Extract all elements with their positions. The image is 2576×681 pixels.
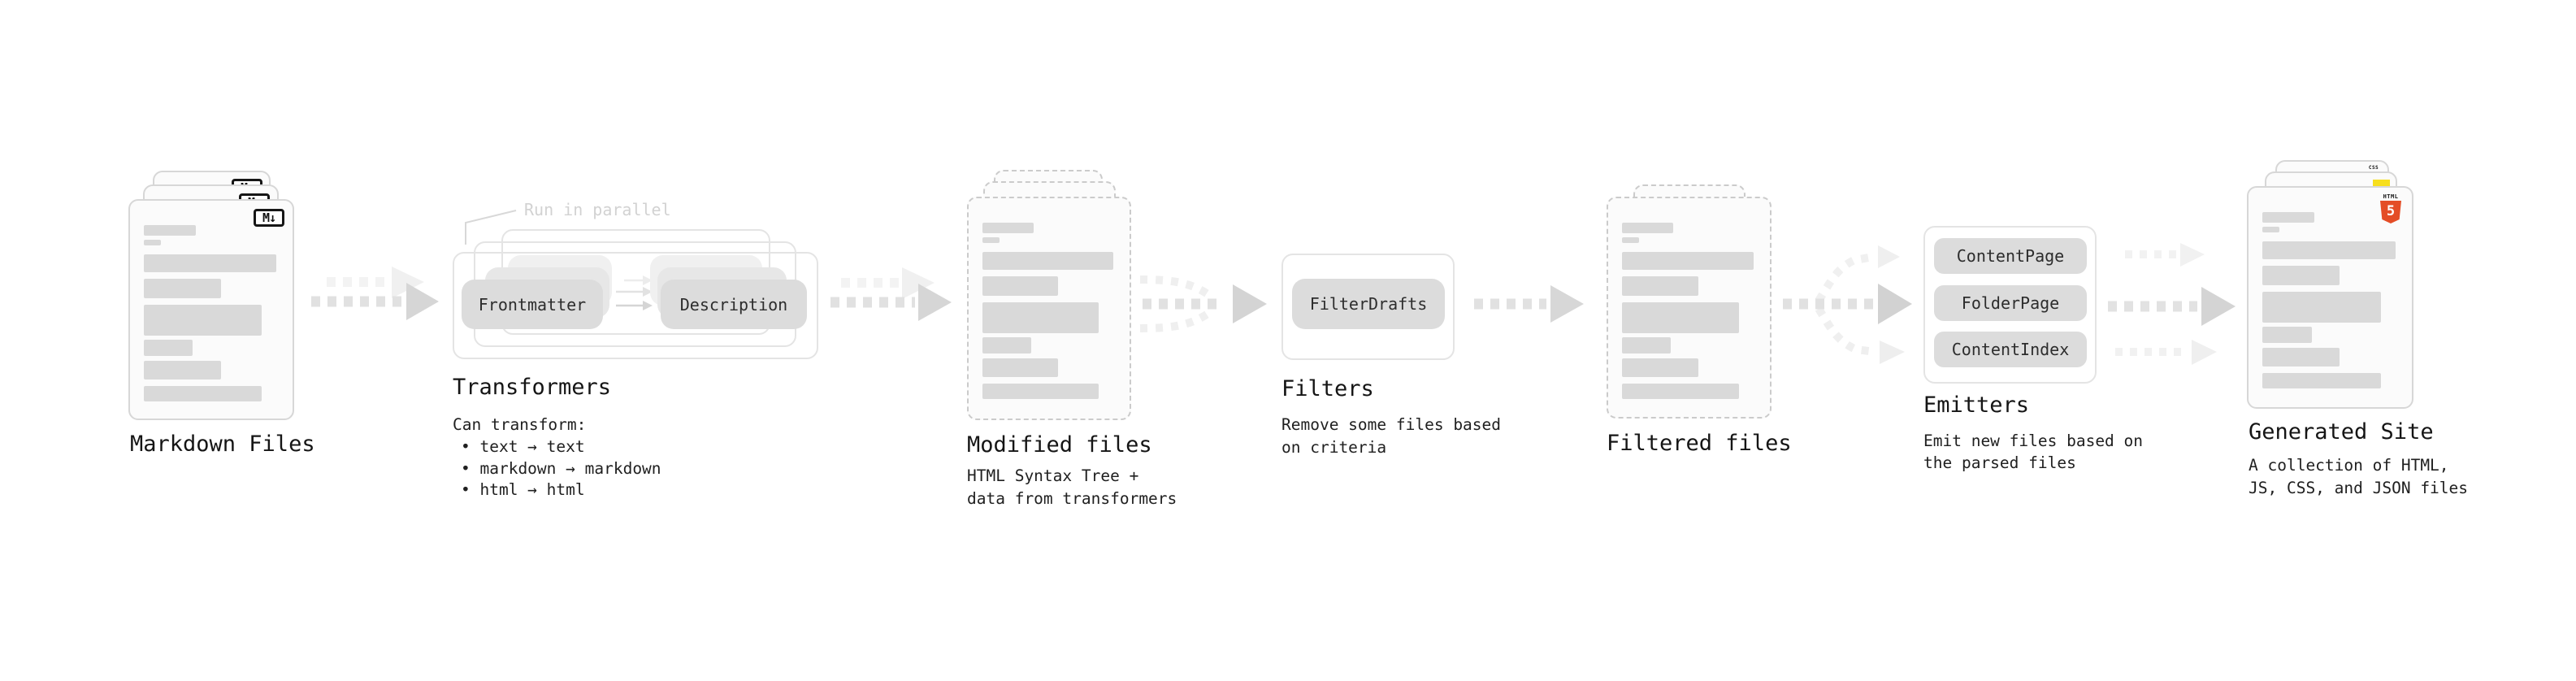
content-bar bbox=[1622, 358, 1698, 377]
content-bar bbox=[982, 276, 1059, 296]
arrow-modified-to-filters bbox=[1139, 275, 1267, 332]
content-bar bbox=[982, 384, 1099, 399]
stage-title-filters: Filters bbox=[1281, 376, 1374, 401]
stage-title-markdown-files: Markdown Files bbox=[130, 432, 315, 457]
content-bar bbox=[144, 254, 276, 272]
content-bar bbox=[144, 225, 196, 236]
content-bar bbox=[144, 361, 221, 380]
doc-content-placeholder bbox=[130, 201, 293, 401]
content-bar bbox=[2262, 212, 2314, 223]
content-bar bbox=[1622, 223, 1674, 233]
generated-desc-line: A collection of HTML, bbox=[2249, 456, 2449, 475]
generated-desc-line: JS, CSS, and JSON files bbox=[2249, 479, 2469, 497]
html5-label: HTML bbox=[2383, 193, 2399, 200]
content-bar bbox=[2262, 348, 2340, 367]
content-bar bbox=[1622, 252, 1754, 270]
emitters-desc-line: Emit new files based on bbox=[1923, 432, 2144, 450]
content-bar bbox=[1622, 384, 1740, 399]
content-bar bbox=[982, 237, 1000, 243]
js-file-icon bbox=[2373, 180, 2390, 189]
arrow-filters-to-filtered bbox=[1474, 285, 1584, 323]
content-bar bbox=[144, 279, 221, 298]
markdown-file-front: M↓ bbox=[128, 199, 294, 420]
run-in-parallel-annotation: Run in parallel bbox=[524, 200, 671, 219]
doc-content-placeholder bbox=[2249, 188, 2412, 388]
arrow-markdown-to-transformers bbox=[311, 267, 439, 320]
html5-icon: HTML 5 bbox=[2380, 193, 2401, 223]
content-bar bbox=[1622, 337, 1671, 354]
markdown-icon: M↓ bbox=[254, 209, 284, 227]
content-bar bbox=[982, 302, 1099, 333]
emitters-desc-line: the parsed files bbox=[1923, 453, 2076, 472]
doc-content-placeholder bbox=[969, 198, 1130, 399]
transformers-bullet: • markdown → markdown bbox=[461, 459, 661, 478]
filters-desc-line: Remove some files based bbox=[1281, 415, 1502, 434]
emitter-pill-contentpage: ContentPage bbox=[1934, 238, 2087, 274]
content-bar bbox=[1622, 302, 1740, 333]
arrow-emitters-to-generated bbox=[2108, 243, 2236, 365]
transformers-desc-intro: Can transform: bbox=[453, 415, 587, 434]
arrow-filtered-to-emitters bbox=[1783, 245, 1912, 364]
content-bar bbox=[2262, 266, 2340, 285]
content-bar bbox=[2262, 292, 2381, 323]
content-bar bbox=[1622, 276, 1698, 296]
content-bar bbox=[2262, 327, 2312, 343]
transformer-pill-frontmatter: Frontmatter bbox=[462, 280, 603, 329]
transformer-pill-description: Description bbox=[661, 280, 807, 329]
stage-title-filtered-files: Filtered files bbox=[1607, 431, 1792, 456]
doc-content-placeholder bbox=[1608, 198, 1770, 399]
stage-title-generated-site: Generated Site bbox=[2249, 419, 2434, 445]
content-bar bbox=[982, 358, 1059, 377]
content-bar bbox=[144, 240, 162, 245]
filters-desc-line: on criteria bbox=[1281, 438, 1387, 457]
modified-desc-line: HTML Syntax Tree + bbox=[967, 466, 1139, 485]
content-bar bbox=[2262, 241, 2396, 259]
content-bar bbox=[144, 340, 193, 356]
run-in-parallel-callout-line bbox=[465, 210, 517, 245]
stage-title-transformers: Transformers bbox=[453, 375, 612, 400]
emitters-frame bbox=[1923, 226, 2097, 384]
emitter-pill-folderpage: FolderPage bbox=[1934, 285, 2087, 321]
stage-title-emitters: Emitters bbox=[1923, 393, 2030, 418]
transformer-frame-front bbox=[453, 252, 818, 359]
content-bar bbox=[2262, 373, 2381, 388]
emitter-pill-contentindex: ContentIndex bbox=[1934, 332, 2087, 367]
transformers-bullet: • text → text bbox=[461, 437, 585, 456]
filter-pill-filterdrafts: FilterDrafts bbox=[1292, 279, 1445, 329]
generated-file-html: HTML 5 bbox=[2247, 186, 2413, 409]
content-bar bbox=[982, 252, 1113, 270]
stage-title-modified-files: Modified files bbox=[967, 432, 1152, 458]
modified-file-front bbox=[967, 197, 1131, 420]
content-bar bbox=[982, 223, 1034, 233]
arrow-transformers-to-modified bbox=[830, 267, 952, 321]
content-bar bbox=[1622, 237, 1640, 243]
modified-desc-line: data from transformers bbox=[967, 489, 1177, 508]
content-bar bbox=[982, 337, 1031, 354]
filtered-file-front bbox=[1607, 197, 1772, 419]
content-bar bbox=[144, 305, 262, 336]
html5-shield: 5 bbox=[2380, 201, 2401, 223]
transformer-pill-arrows bbox=[616, 275, 653, 310]
filters-frame bbox=[1281, 254, 1455, 360]
content-bar bbox=[2262, 227, 2280, 232]
transformers-bullet: • html → html bbox=[461, 480, 585, 499]
content-bar bbox=[144, 386, 262, 401]
css-label: CSS bbox=[2368, 165, 2379, 171]
